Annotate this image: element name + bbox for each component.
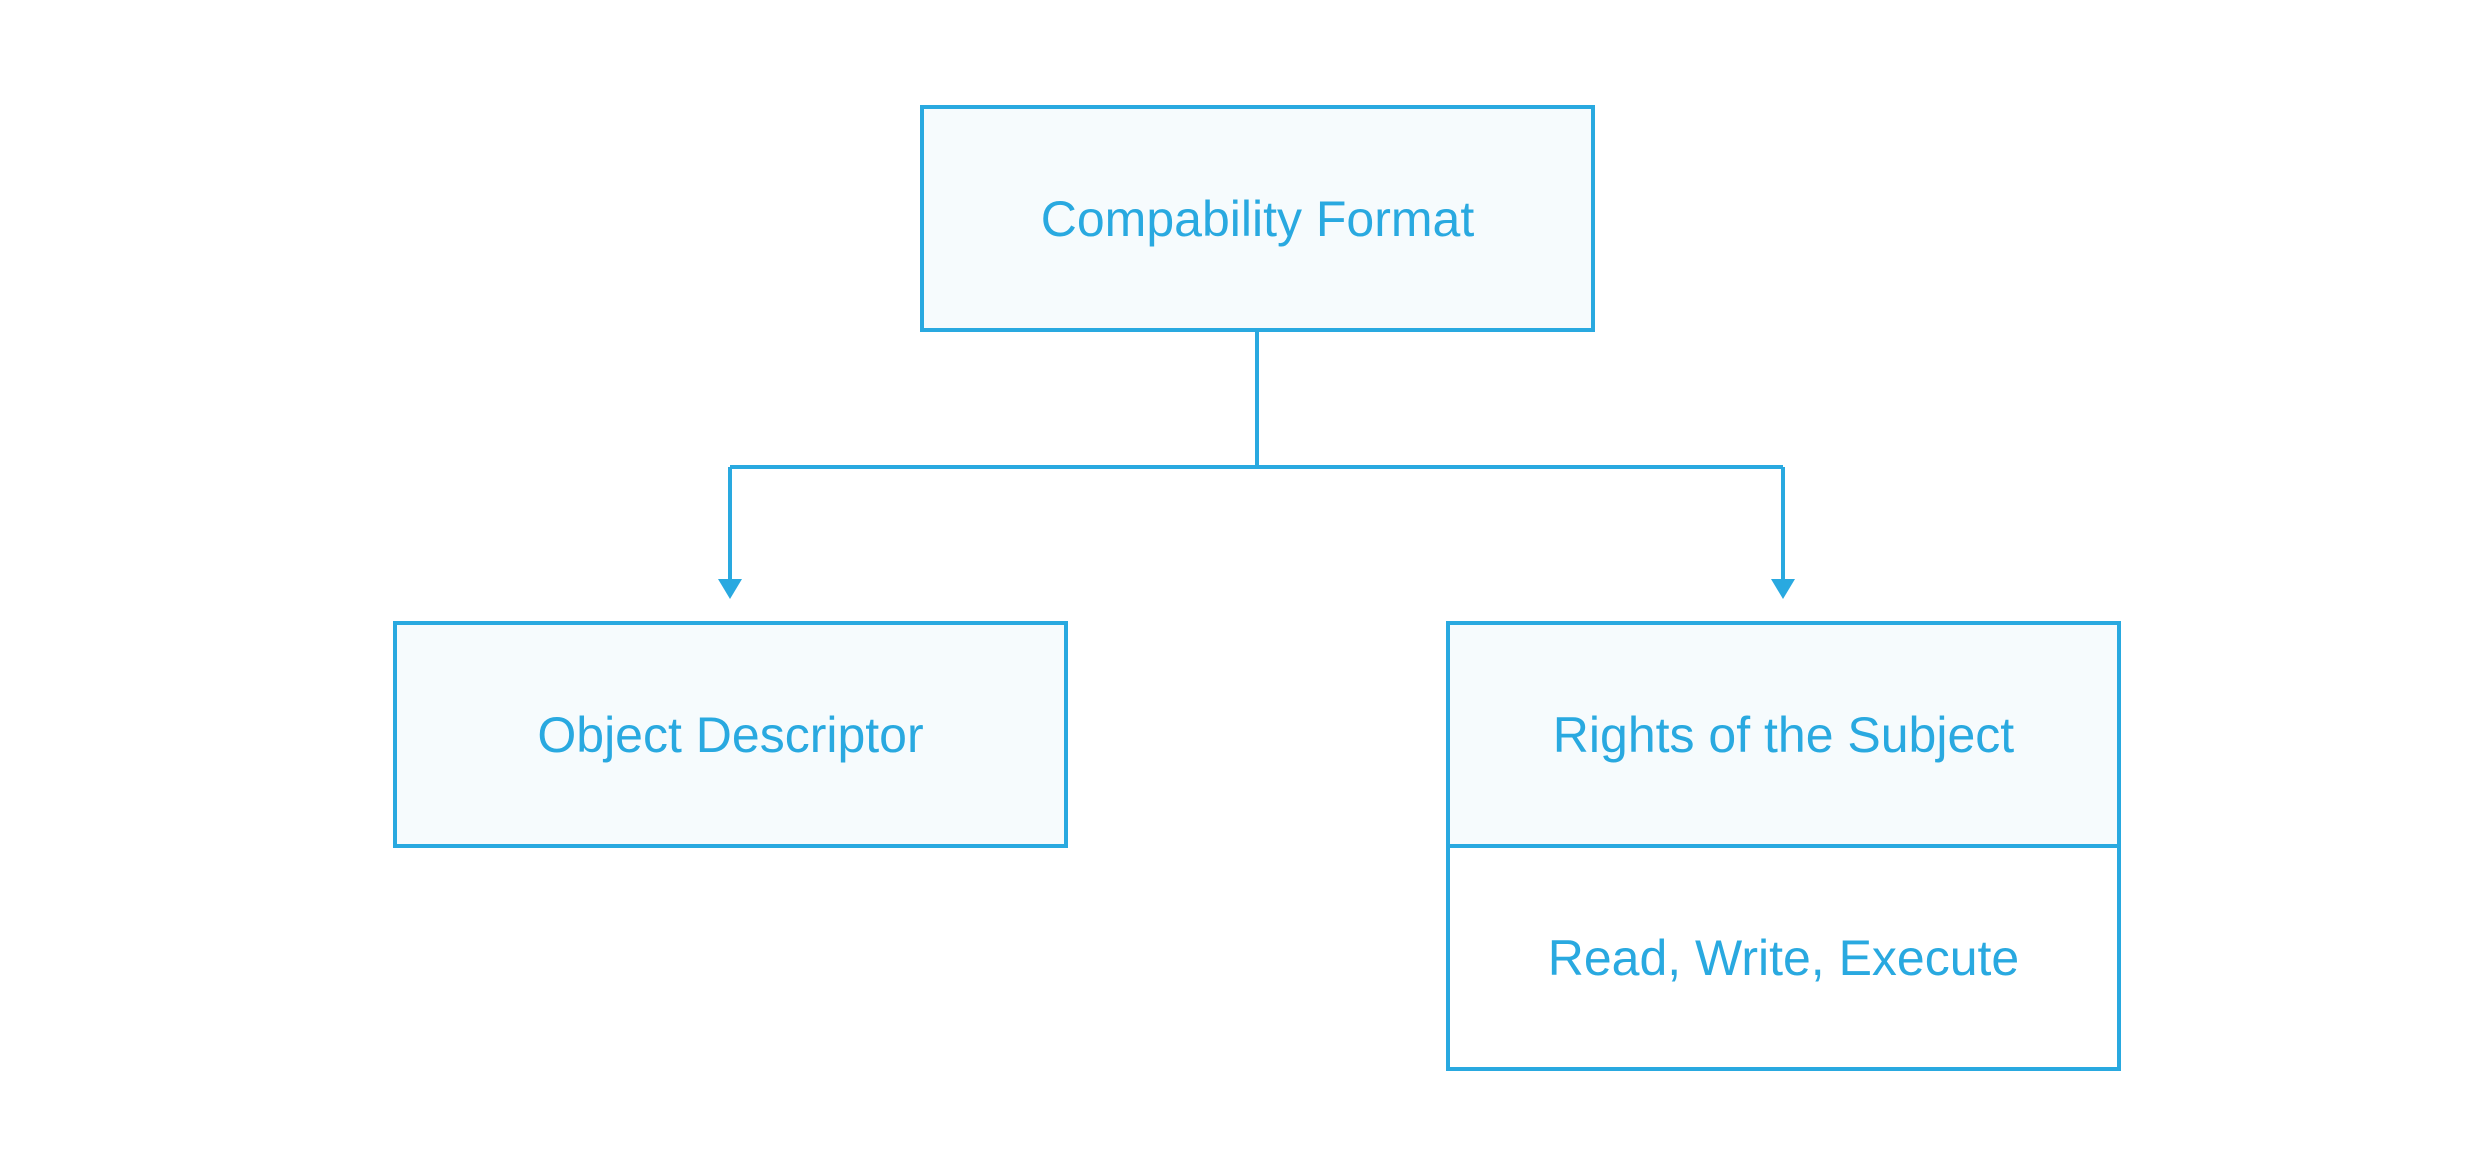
node-label: Compability Format: [1040, 190, 1475, 247]
node-compability-format: Compability Format: [920, 105, 1595, 332]
node-object-descriptor: Object Descriptor: [393, 621, 1068, 848]
node-label: Object Descriptor: [537, 706, 924, 763]
arrowhead-object-descriptor: [718, 579, 742, 599]
arrowhead-rights-of-subject: [1771, 579, 1795, 599]
node-label: Read, Write, Execute: [1547, 929, 2020, 986]
node-label: Rights of the Subject: [1552, 706, 2015, 763]
node-read-write-execute: Read, Write, Execute: [1446, 844, 2121, 1071]
node-rights-of-the-subject: Rights of the Subject: [1446, 621, 2121, 848]
